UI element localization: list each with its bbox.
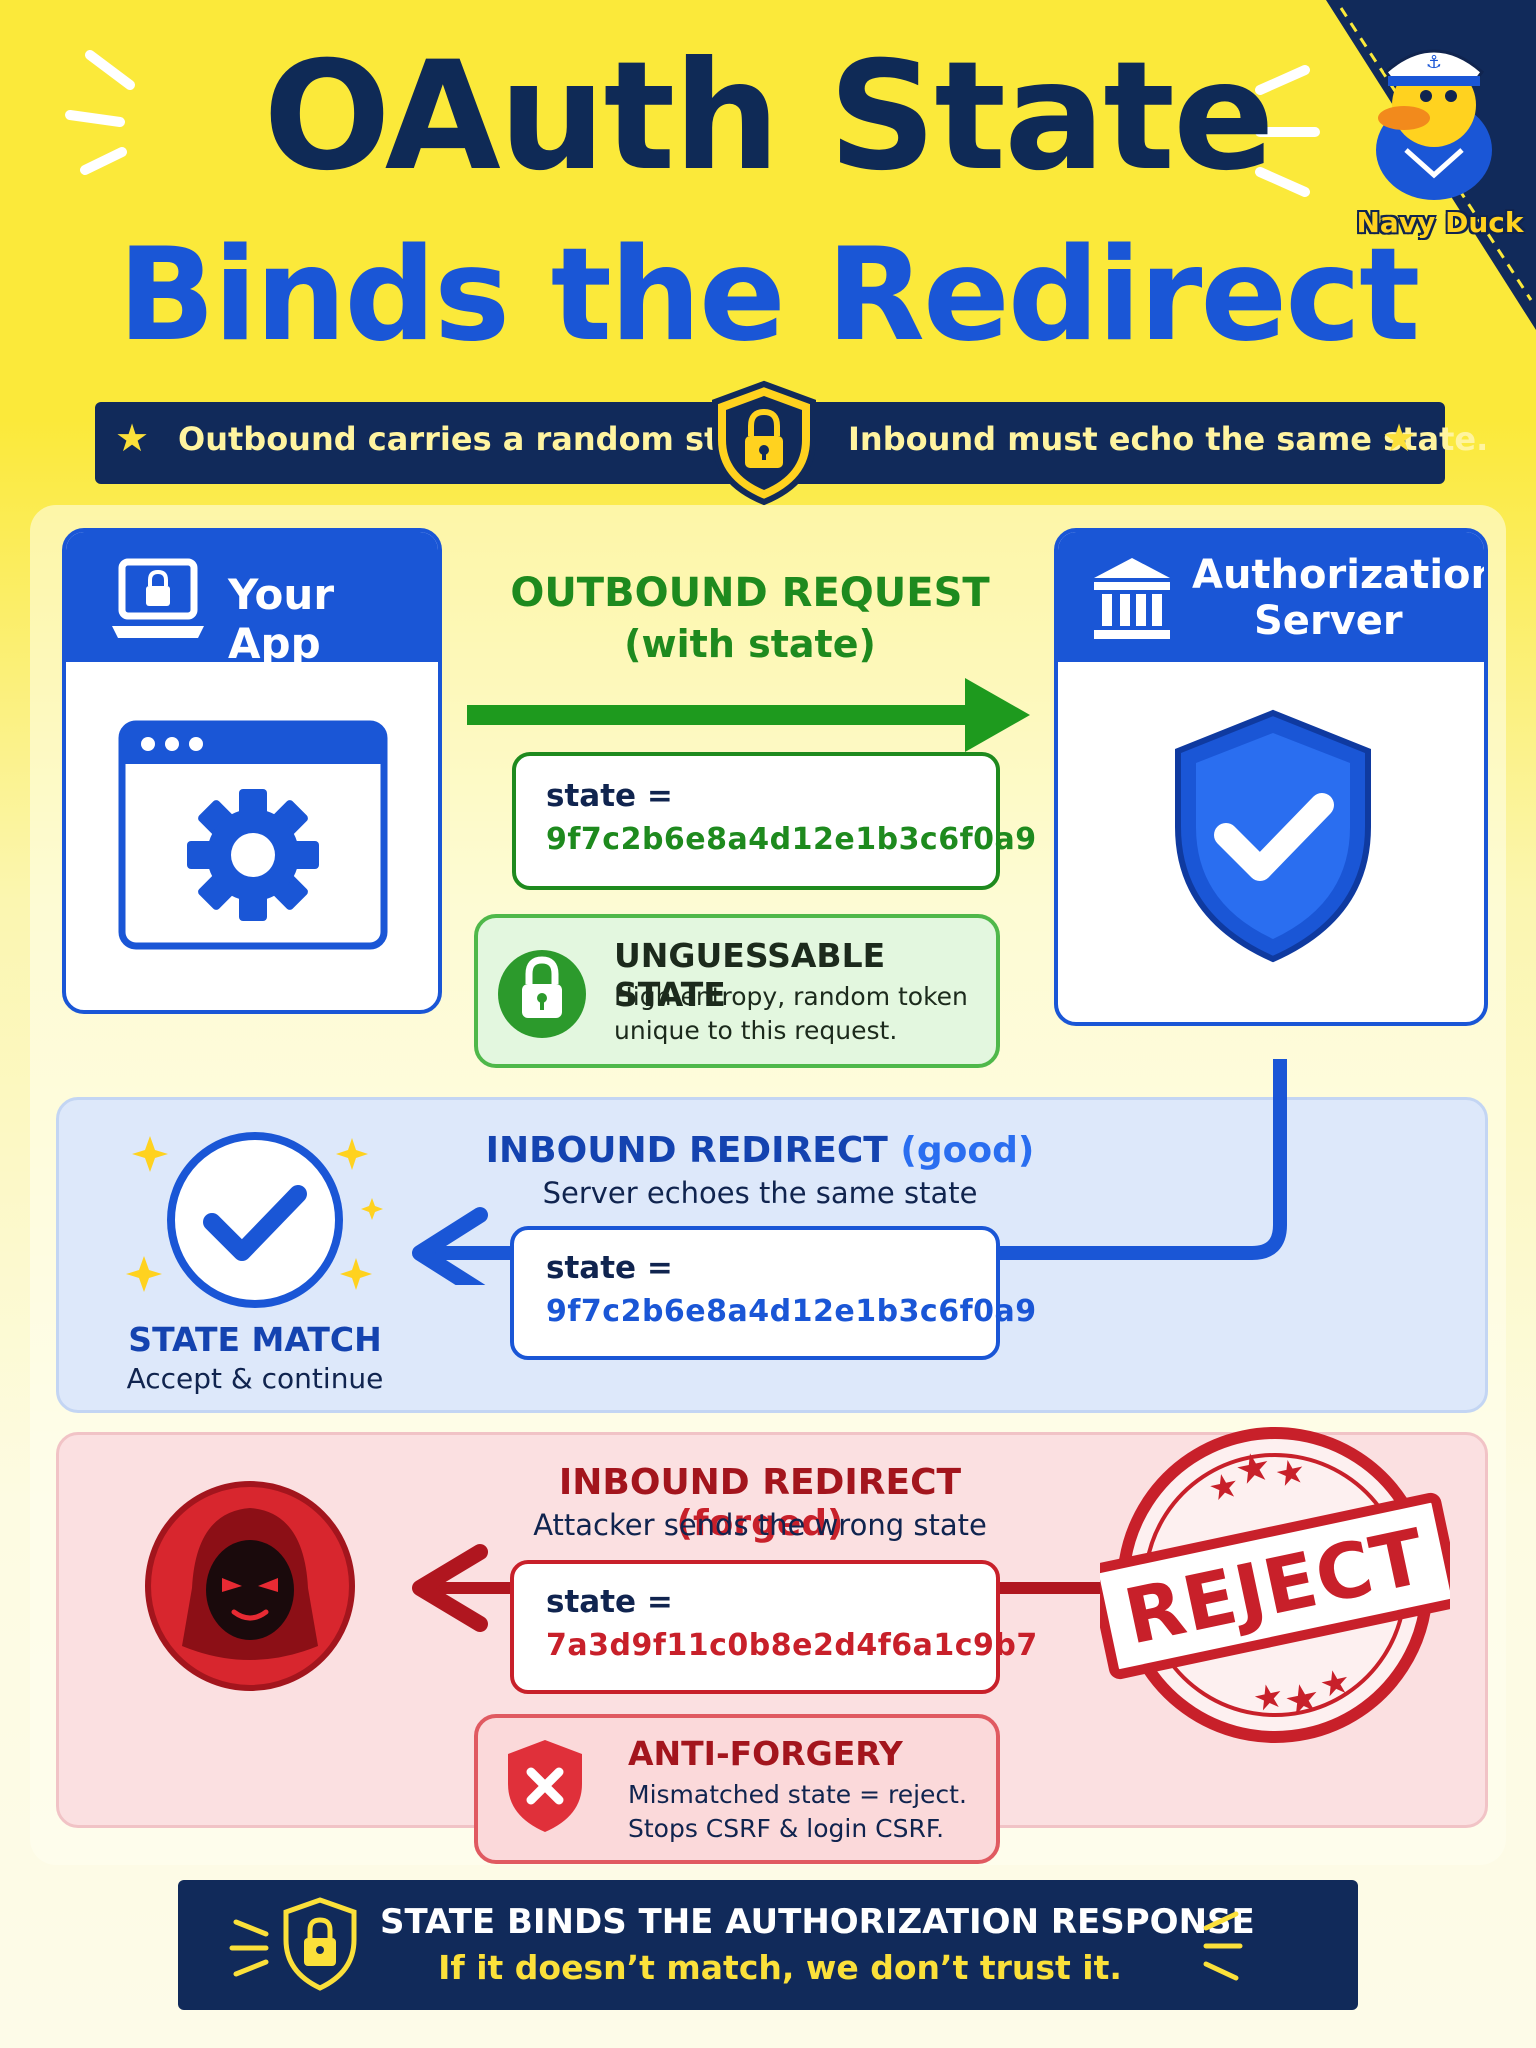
bank-icon	[1094, 558, 1170, 639]
burst-left-decoration	[65, 50, 135, 175]
stamp-ring: ★ ★ ★ ★ ★ ★	[1100, 1427, 1450, 1743]
lock-icon	[498, 950, 586, 1038]
inbound-forged-state-value: 7a3d9f11c0b8e2d4f6a1c9b7	[546, 1628, 1038, 1663]
footer-title: STATE BINDS THE AUTHORIZATION RESPONSE	[380, 1902, 1255, 1942]
brand-corner: ⚓	[1326, 0, 1536, 330]
inbound-good-state-label: state =	[546, 1250, 673, 1286]
inbound-good-subtitle: Server echoes the same state	[542, 1176, 978, 1210]
shield-check-icon	[1175, 709, 1371, 963]
reject-stamp: ★ ★ ★ ★ ★ ★ REJECT	[1100, 1420, 1450, 1750]
auth-server-card: Authorization Server	[1054, 528, 1488, 1026]
state-match-subtitle: Accept & continue	[126, 1362, 384, 1395]
lock-icon	[283, 1897, 357, 1991]
gear-icon	[187, 789, 319, 921]
inbound-good-heading: INBOUND REDIRECT (good)	[480, 1130, 1040, 1171]
inbound-good-title: INBOUND REDIRECT	[485, 1130, 888, 1171]
unguessable-line2: unique to this request.	[614, 1016, 898, 1045]
inbound-forged-qualifier: (forged)	[676, 1503, 844, 1544]
star-icon: ★	[1382, 416, 1417, 460]
outbound-title: OUTBOUND REQUEST	[510, 570, 990, 616]
inbound-forged-state-label: state =	[546, 1584, 673, 1620]
svg-text:⚓: ⚓	[1426, 52, 1442, 73]
auth-server-title-line1: Authorization	[1192, 552, 1488, 598]
app-window-icon	[118, 720, 388, 950]
outbound-subtitle: (with state)	[624, 622, 876, 666]
shield-x-icon	[508, 1740, 582, 1832]
unguessable-title: UNGUESSABLE STATE	[614, 936, 886, 1014]
duck-mascot-icon: ⚓	[1376, 49, 1492, 200]
auth-server-title-line2: Server	[1254, 598, 1403, 644]
state-match-title: STATE MATCH	[128, 1320, 382, 1359]
inbound-good-qualifier: (good)	[900, 1130, 1035, 1171]
footer-burst-left	[229, 1919, 269, 1977]
outbound-state-value: 9f7c2b6e8a4d12e1b3c6f0a9	[546, 822, 1037, 857]
star-icon: ★	[115, 416, 150, 460]
page-title: OAuth State	[263, 30, 1274, 204]
outbound-arrow	[467, 678, 1030, 752]
anti-forgery-title: ANTI-FORGERY	[628, 1734, 903, 1773]
inbound-forged-subtitle: Attacker sends the wrong state	[533, 1508, 987, 1542]
unguessable-line1: High-entropy, random token	[614, 982, 968, 1011]
inbound-forged-state-box: state = 7a3d9f11c0b8e2d4f6a1c9b7	[510, 1560, 1037, 1694]
footer-subtitle: If it doesn’t match, we don’t trust it.	[438, 1948, 1122, 1987]
unguessable-callout: UNGUESSABLE STATE High-entropy, random t…	[474, 914, 1000, 1068]
anti-forgery-line2: Stops CSRF & login CSRF.	[628, 1814, 945, 1843]
your-app-title: Your App	[228, 570, 335, 668]
ribbon-right-text: Inbound must echo the same state.	[848, 420, 1489, 458]
outbound-state-label: state =	[546, 778, 673, 814]
outbound-state-box: state = 9f7c2b6e8a4d12e1b3c6f0a9	[512, 752, 1036, 890]
auth-server-card-header: Authorization Server	[1058, 532, 1484, 662]
burst-right-decoration	[1255, 65, 1320, 197]
inbound-forged-title: INBOUND REDIRECT	[558, 1462, 962, 1503]
hooded-attacker-icon	[145, 1481, 355, 1691]
ribbon-left-text: Outbound carries a random state.	[178, 420, 791, 458]
inbound-good-state-box: state = 9f7c2b6e8a4d12e1b3c6f0a9	[510, 1226, 1036, 1360]
inbound-forged-heading: INBOUND REDIRECT (forged)	[480, 1462, 1040, 1544]
anti-forgery-line1: Mismatched state = reject.	[628, 1780, 967, 1809]
footer-burst-right	[1203, 1911, 1243, 1981]
lock-icon	[712, 380, 816, 506]
laptop-lock-icon	[112, 558, 204, 638]
inbound-good-state-value: 9f7c2b6e8a4d12e1b3c6f0a9	[546, 1294, 1037, 1329]
footer-banner	[178, 1880, 1358, 2010]
your-app-card-header: Your App	[66, 532, 438, 668]
check-circle-icon	[126, 1132, 383, 1308]
page-subtitle: Binds the Redirect	[117, 221, 1421, 370]
your-app-card: Your App	[62, 528, 442, 1014]
brand-name: Navy Duck	[1356, 206, 1524, 239]
anti-forgery-callout: ANTI-FORGERY Mismatched state = reject. …	[474, 1714, 1000, 1864]
sparkle-icon	[126, 1136, 383, 1292]
